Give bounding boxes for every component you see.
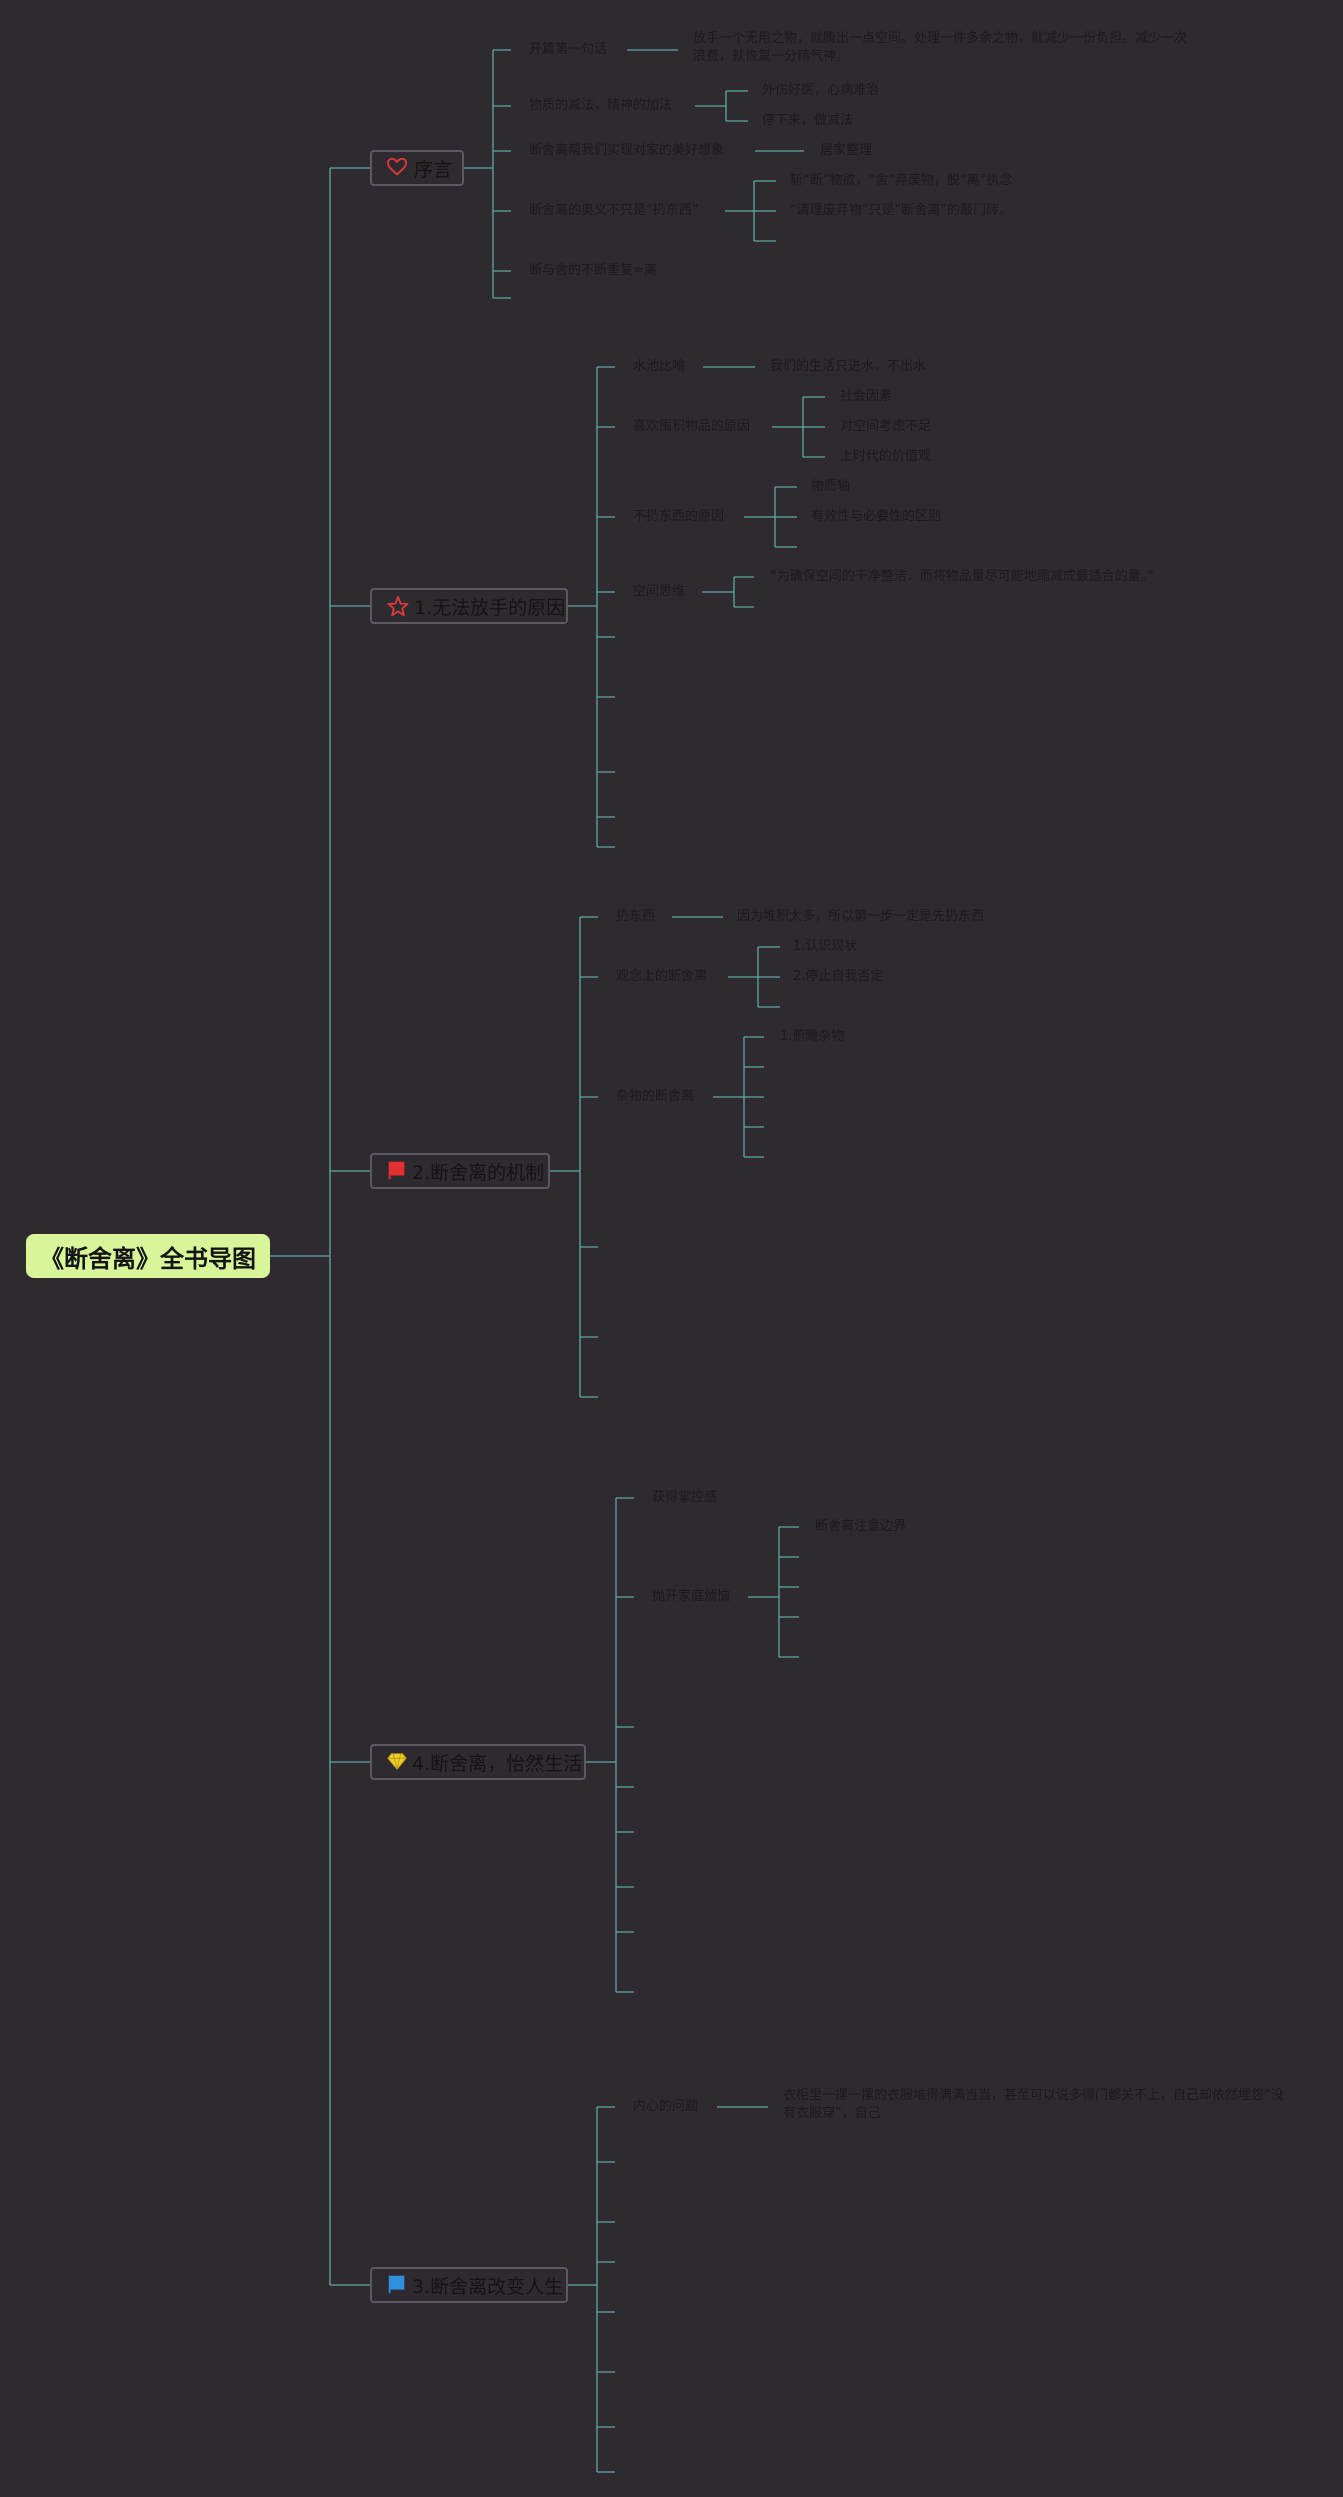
subtopic[interactable]: 有效性与必要性的区别 — [811, 509, 942, 524]
root-topic[interactable]: 《断舍离》全书导图 — [26, 1234, 270, 1278]
flag-icon — [386, 2273, 408, 2297]
subtopic[interactable]: 社会因素 — [840, 389, 893, 404]
topic[interactable]: 不扔东西的原因 — [633, 509, 725, 524]
star-icon — [386, 594, 410, 618]
subtopic[interactable]: 1.俯瞰杂物 — [780, 1029, 845, 1044]
heart-icon — [386, 156, 410, 180]
topic[interactable]: 杂物的断舍离 — [616, 1089, 695, 1104]
branch-preface[interactable]: 序言 — [370, 150, 464, 186]
branch-label: 4.断舍离，怡然生活 — [412, 1752, 583, 1775]
subtopic[interactable]: 对空间考虑不足 — [840, 419, 932, 434]
topic[interactable]: 水池比喻 — [633, 359, 686, 374]
topic[interactable]: 抛开家庭烦恼 — [652, 1589, 731, 1604]
subtopic[interactable]: 我们的生活只进水，不出水 — [770, 359, 927, 374]
subtopic[interactable]: 居家整理 — [820, 143, 873, 158]
subtopic[interactable]: 2.停止自我否定 — [793, 969, 884, 984]
topic[interactable]: 物质的减法，精神的加法 — [529, 98, 673, 113]
branch-life-change[interactable]: 3.断舍离改变人生 — [370, 2267, 568, 2303]
subtopic[interactable]: 物质轴 — [811, 479, 851, 494]
branch-mechanism[interactable]: 2.断舍离的机制 — [370, 1153, 550, 1189]
subtopic[interactable]: 停下来，做减法 — [762, 113, 854, 128]
subtopic[interactable]: 放手一个无用之物，就腾出一点空间。处理一件多余之物，就减少一份负担。减少一次浪费… — [693, 31, 1188, 64]
flag-icon — [386, 1159, 408, 1183]
branch-reasons[interactable]: 1.无法放手的原因 — [370, 588, 568, 624]
topic[interactable]: 断舍离帮我们实现对家的美好想象 — [529, 143, 725, 158]
topic[interactable]: 开篇第一句话 — [529, 42, 608, 57]
branch-living[interactable]: 4.断舍离，怡然生活 — [370, 1744, 586, 1780]
topic[interactable]: 断舍离的奥义不只是“扔东西” — [529, 203, 699, 218]
branch-label: 1.无法放手的原因 — [414, 596, 566, 619]
branch-label: 2.断舍离的机制 — [412, 1161, 545, 1184]
root-title: 《断舍离》全书导图 — [40, 1244, 256, 1273]
diamond-icon — [386, 1750, 408, 1774]
branch-label: 3.断舍离改变人生 — [412, 2275, 564, 2298]
topic[interactable]: 空间思维 — [633, 584, 686, 599]
subtopic[interactable]: “为确保空间的干净整洁，而将物品量尽可能地缩减成最适合的量。” — [770, 569, 1154, 584]
subtopic[interactable]: 斩“断”物欲，“舍”弃废物，脱“离”执念 — [790, 173, 1013, 188]
topic[interactable]: 喜欢囤积物品的原因 — [633, 419, 751, 434]
subtopic[interactable]: 外伤好医，心病难治 — [762, 83, 880, 98]
topic[interactable]: 获得掌控感 — [652, 1490, 718, 1505]
subtopic[interactable]: 上时代的价值观 — [840, 449, 932, 464]
topic[interactable]: 内心的问题 — [633, 2099, 699, 2114]
subtopic[interactable]: 衣柜里一摞一摞的衣服堆得满满当当，甚至可以说多得门都关不上，自己却依然埋怨“没有… — [783, 2088, 1284, 2121]
branch-label: 序言 — [414, 158, 453, 181]
subtopic[interactable]: 因为堆积太多，所以第一步一定是先扔东西 — [737, 909, 985, 924]
subtopic[interactable]: “清理废弃物”只是“断舍离”的敲门砖。 — [790, 203, 1012, 218]
subtopic[interactable]: 1.认识现状 — [793, 939, 858, 954]
topic[interactable]: 扔东西 — [616, 909, 656, 924]
topic[interactable]: 断与舍的不断重复=离 — [529, 263, 657, 278]
subtopic[interactable]: 断舍离注意边界 — [815, 1519, 907, 1534]
topic[interactable]: 观念上的断舍离 — [616, 969, 708, 984]
